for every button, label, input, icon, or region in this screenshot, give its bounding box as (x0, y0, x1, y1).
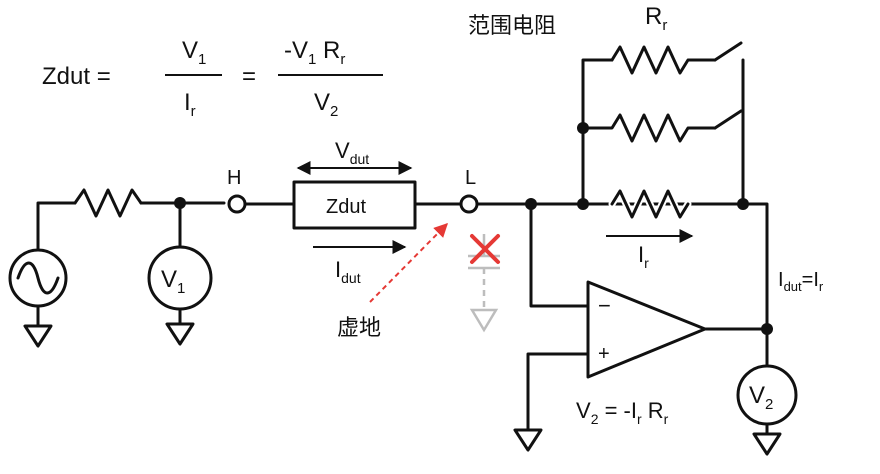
ghost-ground-icon (469, 308, 499, 333)
ground-icon (23, 324, 53, 348)
cross-mark-icon (470, 234, 500, 264)
output-equation: V2 = -Ir Rr (576, 398, 669, 427)
range-resistor-2 (581, 113, 717, 143)
feedback-to-output-wire (741, 202, 769, 331)
range-resistor-1 (610, 45, 717, 75)
ground-icon (752, 432, 782, 456)
ir-label: Ir (638, 242, 649, 271)
v2-label: V2 (749, 382, 773, 413)
op-amp (586, 280, 707, 379)
ground-icon (513, 428, 543, 452)
source-wire (36, 201, 77, 252)
dut-label: Zdut (326, 196, 366, 218)
junction-bank-left (577, 198, 589, 210)
formula-frac1-numerator: V1 (182, 37, 206, 68)
formula-equals: = (242, 63, 256, 90)
wire-noninverting-to-ground (526, 352, 590, 432)
terminal-h (227, 194, 247, 214)
switch-2 (713, 109, 743, 130)
op-amp-minus: − (598, 293, 611, 318)
virtual-ground-label: 虚地 (337, 315, 381, 340)
terminal-l-label: L (465, 167, 476, 189)
terminal-l (459, 194, 479, 214)
formula-frac2-denominator: V2 (314, 89, 338, 120)
range-resistor-3 (610, 189, 690, 219)
op-amp-plus: + (598, 343, 610, 365)
voltmeter-v2: V2 (736, 364, 798, 426)
ground-icon (165, 322, 195, 346)
impedance-formula: Zdut = V1 Ir = -V1 Rr V2 (42, 37, 383, 120)
virtual-ground-pointer (369, 223, 448, 303)
v1-label: V1 (161, 266, 185, 297)
resistor-bank-left-rail (581, 58, 614, 206)
wire-to-inverting-input (529, 202, 590, 308)
formula-frac2-numerator: -V1 Rr (284, 37, 345, 68)
switch-1 (713, 41, 743, 62)
idut-label: Idut (335, 257, 361, 286)
terminal-h-label: H (227, 167, 241, 189)
vdut-label: Vdut (335, 138, 369, 167)
formula-lhs: Zdut = (42, 63, 111, 90)
ac-source (8, 248, 68, 308)
range-resistor-label: 范围电阻 (468, 13, 556, 38)
series-resistor (73, 188, 143, 218)
rr-label: Rr (645, 3, 667, 34)
sine-wave-icon (16, 261, 60, 295)
voltmeter-v1: V1 (147, 245, 213, 311)
formula-frac1-denominator: Ir (184, 89, 196, 120)
idut-equals-ir-label: Idut=Ir (778, 269, 824, 294)
